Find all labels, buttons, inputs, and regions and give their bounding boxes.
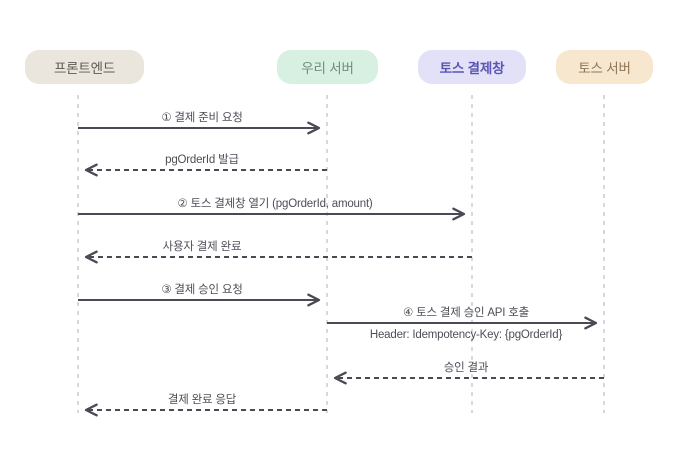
message-label-2: pgOrderId 발급: [165, 154, 239, 166]
message-label-4: 사용자 결제 완료: [162, 241, 242, 253]
actor-label-frontend: 프론트엔드: [53, 61, 116, 76]
message-sublabel-6: Header: Idempotency-Key: {pgOrderId}: [369, 329, 563, 341]
actor-label-our-server: 우리 서버: [301, 61, 354, 76]
message-label-6: ④ 토스 결제 승인 API 호출: [402, 307, 530, 319]
message-label-1: ① 결제 준비 요청: [161, 112, 243, 124]
actor-box-our-server[interactable]: 우리 서버: [277, 50, 378, 84]
message-label-5: ③ 결제 승인 요청: [161, 284, 243, 296]
message-label-8: 결제 완료 응답: [167, 394, 237, 406]
actor-box-frontend[interactable]: 프론트엔드: [25, 50, 144, 84]
lifelines-group: [77, 95, 605, 413]
actor-box-toss-checkout[interactable]: 토스 결제창: [418, 50, 526, 84]
actor-label-toss-checkout: 토스 결제창: [439, 61, 505, 76]
message-label-3: ② 토스 결제창 열기 (pgOrderId, amount): [177, 198, 373, 210]
message-label-7: 승인 결과: [443, 362, 489, 374]
actor-label-toss-server: 토스 서버: [578, 61, 631, 76]
arrows-group: [78, 121, 604, 417]
actor-box-toss-server[interactable]: 토스 서버: [556, 50, 653, 84]
